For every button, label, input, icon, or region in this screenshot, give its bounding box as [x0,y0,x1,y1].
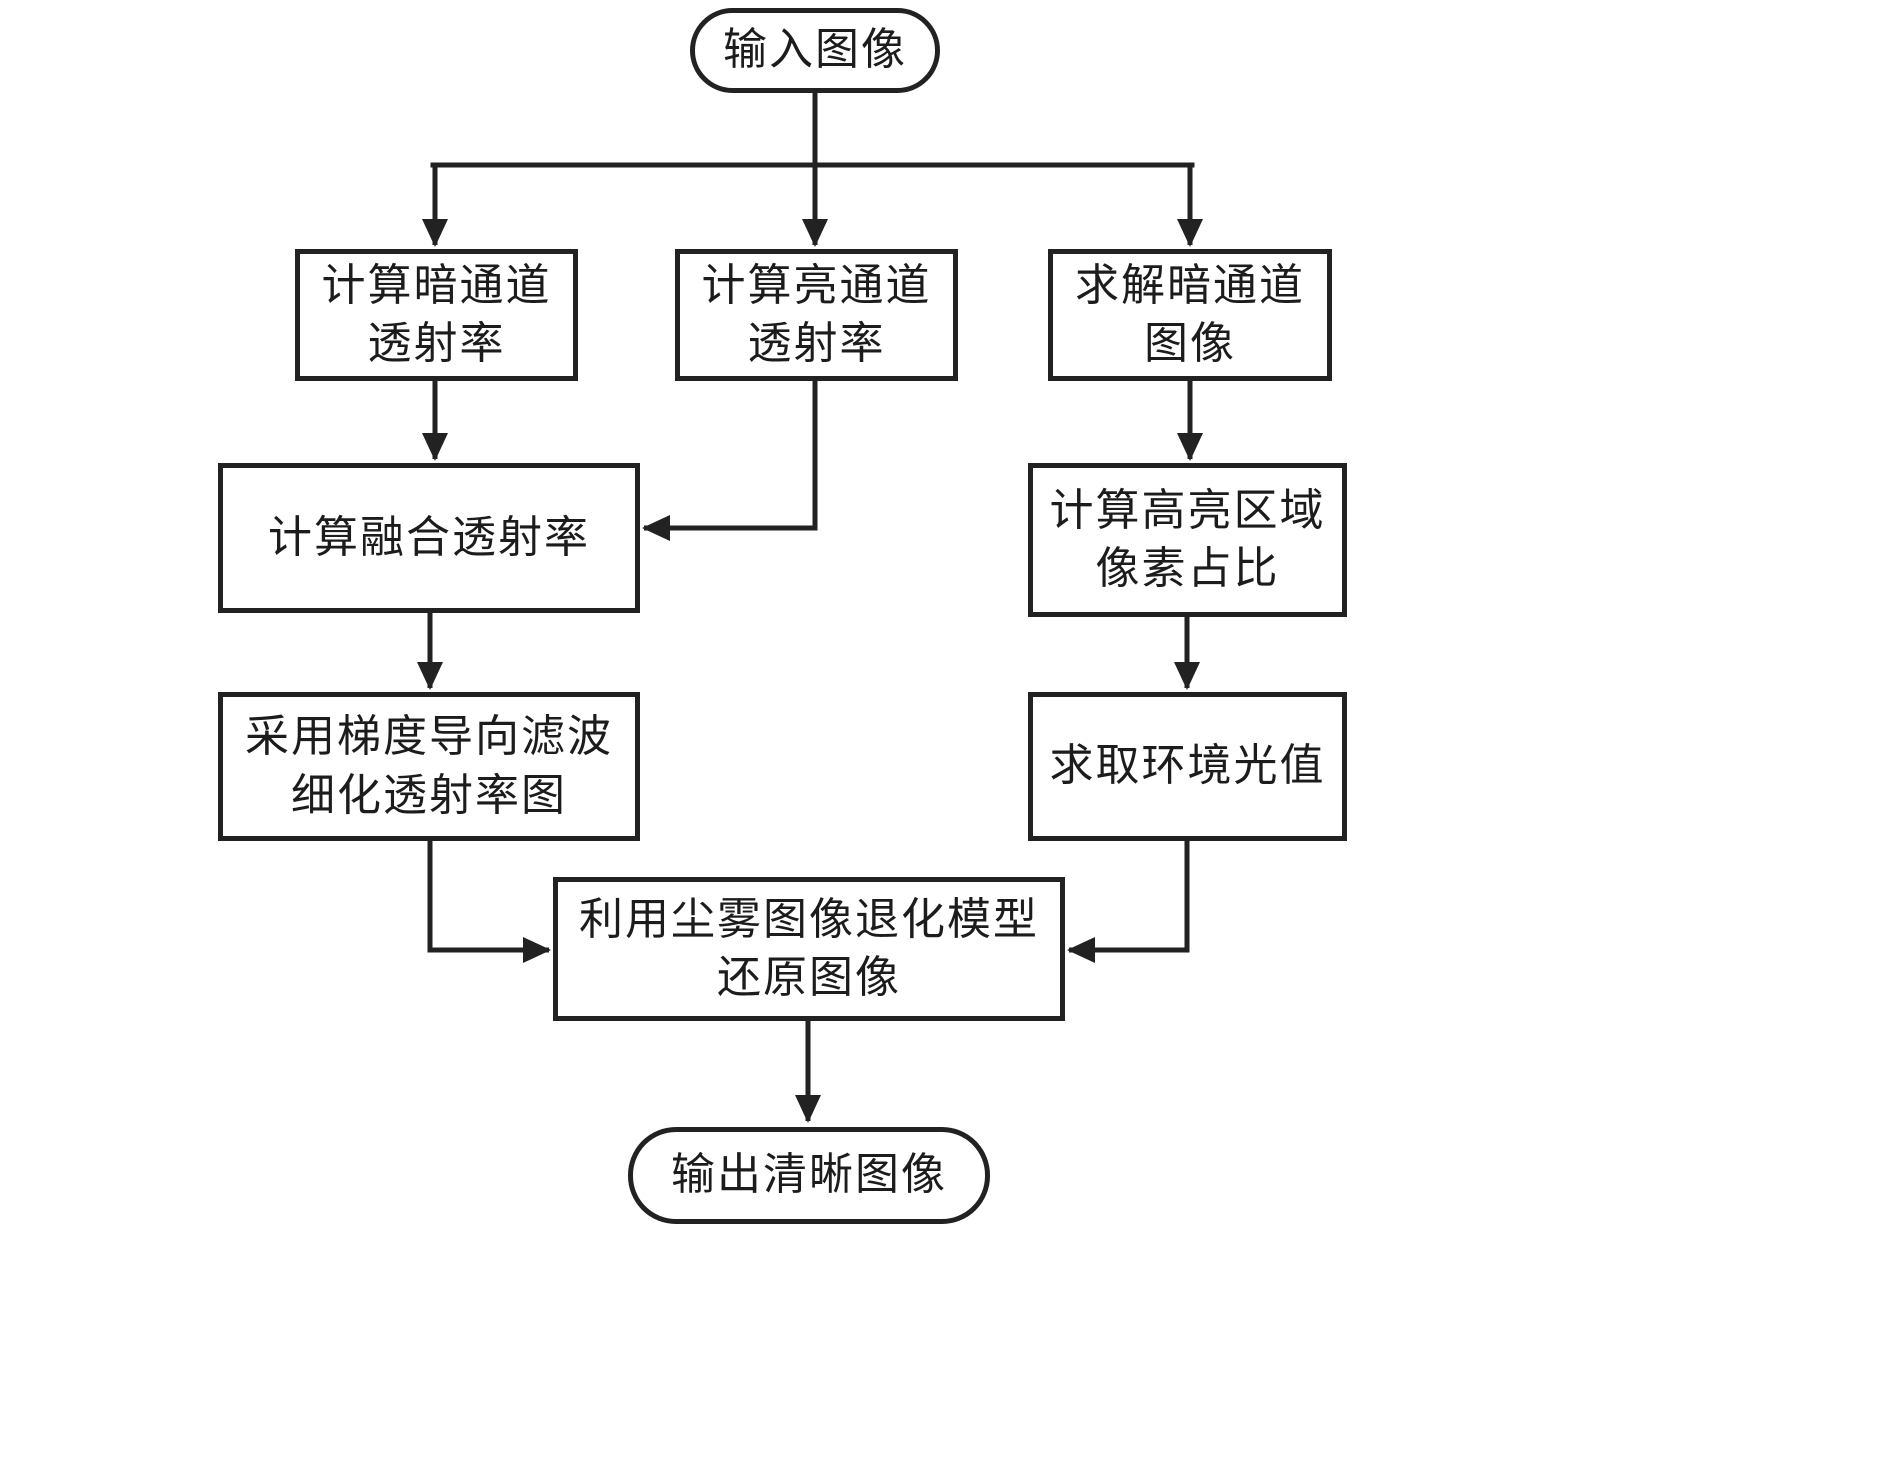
node-label-line2: 细化透射率图 [291,770,567,820]
node-label-line2: 图像 [1144,319,1236,368]
node-label-line1: 计算暗通道 [321,260,552,310]
node-label-line2: 透射率 [367,319,506,368]
node-label-line1: 采用梯度导向滤波 [245,712,613,762]
arrow-bright-to-fusion [642,381,818,541]
flow-node-gradient-guided-filter-refine: 采用梯度导向滤波 细化透射率图 [218,692,640,841]
flow-node-obtain-ambient-light: 求取环境光值 [1028,692,1347,841]
node-label-line2: 像素占比 [1095,544,1280,593]
node-label-line2: 还原图像 [717,953,901,1002]
flow-node-calc-dark-channel-transmittance: 计算暗通道 透射率 [295,249,578,381]
flow-node-calc-fused-transmittance: 计算融合透射率 [218,463,640,613]
arrow-filter-to-restore [427,841,551,963]
flow-node-output-clear-image: 输出清晰图像 [628,1127,990,1224]
node-label: 输入图像 [723,25,907,75]
flow-node-solve-dark-channel-image: 求解暗通道 图像 [1048,249,1332,381]
flow-node-calc-bright-channel-transmittance: 计算亮通道 透射率 [675,249,958,381]
node-label: 计算融合透射率 [268,512,590,562]
node-label: 求取环境光值 [1049,741,1326,791]
flow-node-restore-with-degradation-model: 利用尘雾图像退化模型 还原图像 [553,877,1065,1021]
node-label-line1: 计算高亮区域 [1049,485,1326,535]
node-label: 输出清晰图像 [671,1150,947,1200]
flow-node-calc-highlight-pixel-ratio: 计算高亮区域 像素占比 [1028,463,1347,617]
arrow-ambient-to-restore [1067,841,1190,963]
node-label-line1: 利用尘雾图像退化模型 [579,894,1039,944]
node-label-line1: 求解暗通道 [1075,260,1305,310]
flow-node-input-image: 输入图像 [690,8,940,93]
node-label-line2: 透射率 [747,319,886,368]
node-label-line1: 计算亮通道 [701,260,932,310]
